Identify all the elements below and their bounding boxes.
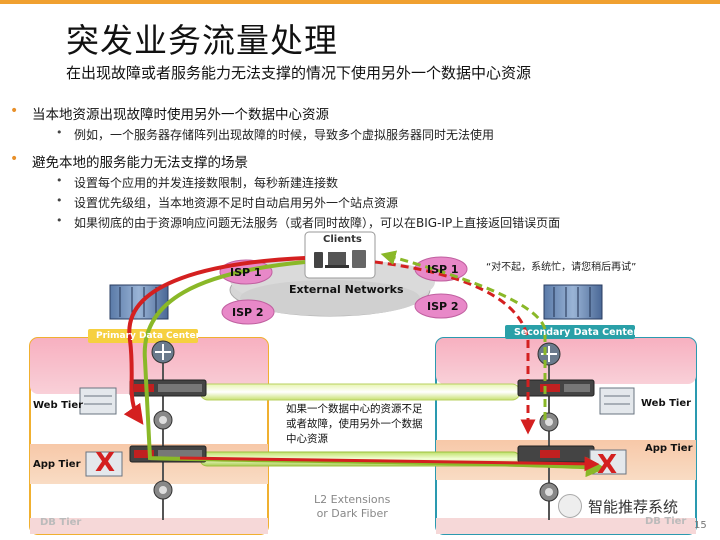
center-note-line: 如果一个数据中心的资源不足: [286, 403, 423, 415]
green-flow-arrow: [142, 260, 606, 478]
server-icon: [85, 451, 123, 477]
center-note-line: 中心资源: [286, 433, 328, 445]
bigip-appliance-icon: [129, 379, 207, 397]
loadbalancer-icon: [153, 480, 173, 500]
loadbalancer-icon: [539, 482, 559, 502]
router-icon: [537, 342, 561, 366]
page-number: 15: [694, 520, 707, 531]
server-icon: [599, 387, 635, 415]
primary-dc-tab: [88, 329, 198, 343]
secondary-dc-label: Secondary Data Center: [514, 327, 639, 338]
web-tier-label: Web Tier: [33, 400, 84, 411]
db-tier-label: DB Tier: [645, 516, 687, 527]
l2-extensions-line: or Dark Fiber: [316, 507, 388, 520]
failure-x-icon: X: [95, 448, 116, 478]
failure-x-icon: X: [597, 450, 618, 480]
clients-box: [304, 231, 376, 279]
watermark-text: 智能推荐系统: [588, 497, 679, 516]
bullet-sub-item: 设置优先级组，当本地资源不足时自动启用另外一个站点资源: [56, 194, 398, 211]
bullet-item: 避免本地的服务能力无法支撑的场景: [10, 151, 248, 171]
isp-label: ISP 1: [230, 266, 262, 279]
isp-label: ISP 1: [427, 263, 459, 276]
watermark: 智能推荐系统: [558, 494, 678, 518]
l2-link-web: [199, 383, 521, 401]
slide-subtitle: 在出现故障或者服务能力无法支撑的情况下使用另外一个数据中心资源: [66, 64, 532, 82]
app-tier-label: App Tier: [645, 443, 693, 454]
l2-extensions-line: L2 Extensions: [314, 493, 391, 506]
green-dashed-arrow: [380, 250, 547, 420]
external-networks-label: External Networks: [289, 283, 404, 296]
bullet-sub-item: 如果彻底的由于资源响应问题无法服务（或者同时故障），可以在BIG-IP上直接返回…: [56, 214, 560, 231]
wechat-icon: [558, 494, 582, 518]
router-icon: [151, 340, 175, 364]
bigip-appliance-icon: [517, 379, 595, 397]
loadbalancer-icon: [153, 410, 173, 430]
bullet-sub-item: 设置每个应用的并发连接数限制，每秒新建连接数: [56, 174, 338, 191]
error-message-quote: “对不起，系统忙，请您稍后再试”: [486, 262, 637, 273]
l2-extensions-label: L2 Extensions or Dark Fiber: [314, 493, 390, 521]
clients-label: Clients: [323, 234, 362, 245]
bigip-appliance-icon: [517, 445, 595, 463]
server-rack-icon: [543, 284, 603, 320]
red-dashed-arrow: [374, 260, 536, 435]
center-note-line: 或者故障，使用另外一个数据: [286, 418, 423, 430]
isp-label: ISP 2: [232, 306, 264, 319]
slide-title: 突发业务流量处理: [66, 21, 338, 60]
center-note: 如果一个数据中心的资源不足 或者故障，使用另外一个数据 中心资源: [286, 402, 423, 447]
app-tier-label: App Tier: [33, 459, 81, 470]
server-icon: [79, 387, 117, 415]
bullet-sub-item: 例如，一个服务器存储阵列出现故障的时候，导致多个虚拟服务器同时无法使用: [56, 126, 494, 143]
red-flow-arrow: [123, 256, 306, 425]
red-failover-arrow: [179, 456, 600, 472]
db-tier-label: DB Tier: [40, 517, 82, 528]
primary-dc-label: Primary Data Center: [96, 331, 201, 341]
isp-label: ISP 2: [427, 300, 459, 313]
web-tier-label: Web Tier: [641, 398, 692, 409]
bullet-item: 当本地资源出现故障时使用另外一个数据中心资源: [10, 103, 329, 123]
top-accent-bar: [0, 0, 720, 4]
secondary-dc-tab: [505, 325, 635, 339]
loadbalancer-icon: [539, 412, 559, 432]
